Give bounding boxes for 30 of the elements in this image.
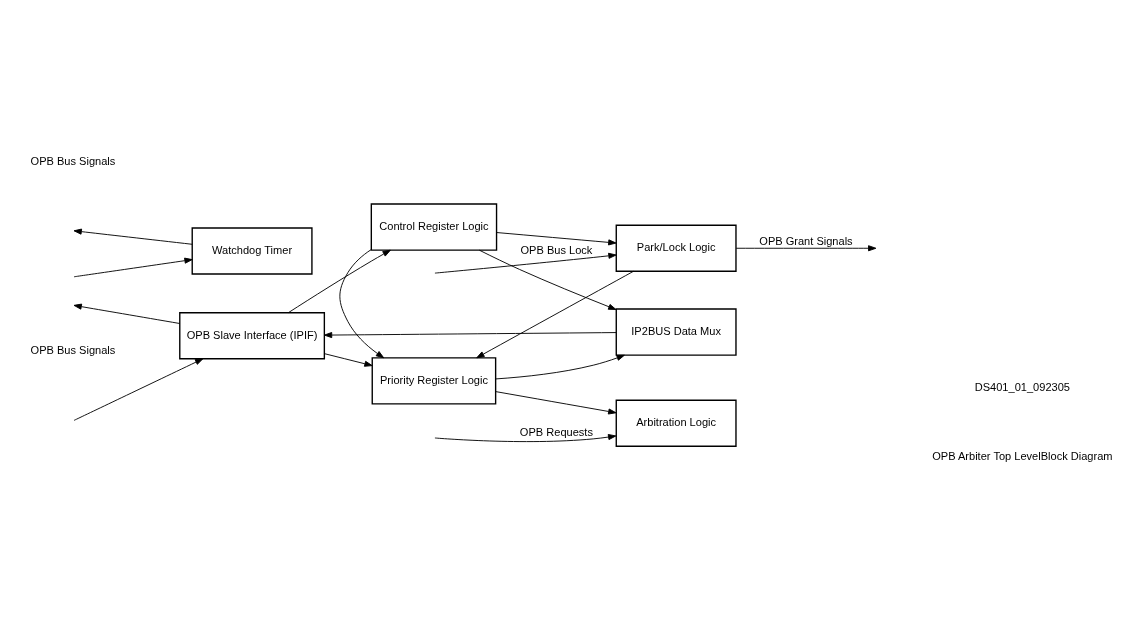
arrow [323,331,617,338]
edge-label: OPB Requests [519,425,593,438]
arrow [476,270,634,358]
node-box: Park/Lock Logic [615,224,737,272]
arrow [495,390,617,414]
edge-label: OPB Bus Lock [520,243,593,256]
label: OPB Bus Signals [30,343,116,356]
label: OPB Arbiter Top LevelBlock Diagram [932,449,1113,462]
label: OPB Bus Signals [30,154,116,167]
arrow [495,354,625,379]
arrow [434,433,617,442]
label: DS401_01_092305 [974,380,1070,393]
arrow [287,249,391,313]
node-box: Arbitration Logic [615,399,737,447]
arrow [339,248,385,358]
arrow [735,244,877,251]
arrow [478,249,617,310]
arrow [323,352,373,367]
arrow [73,228,193,245]
edge-label: OPB Grant Signals [759,234,853,247]
arrow [73,257,193,277]
node-box: OPB Slave Interface (IPIF) [179,311,326,359]
node-box: Watchdog Timer [191,226,313,275]
arrow [434,252,617,274]
arrow [73,357,204,421]
node-box: IP2BUS Data Mux [615,307,737,356]
arrow [496,231,617,245]
node-box: Priority Register Logic [371,356,497,405]
node-box: Control Register Logic [370,202,498,251]
arrow [73,303,181,324]
